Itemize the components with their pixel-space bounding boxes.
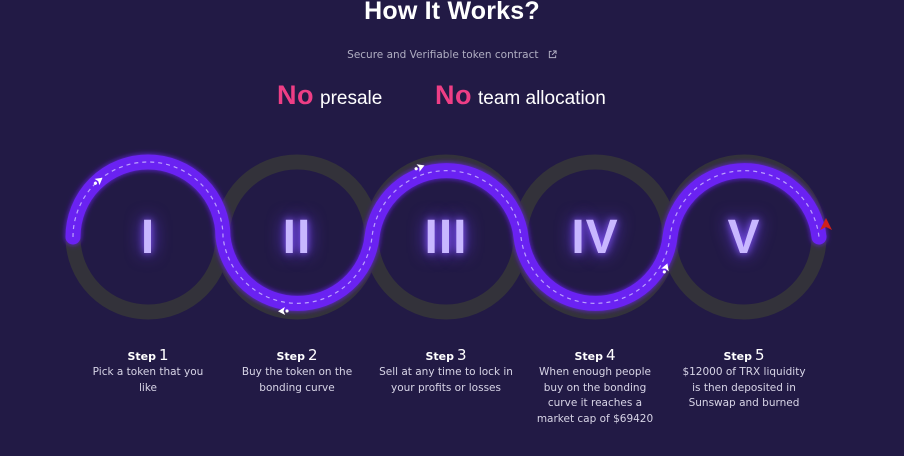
step-label: Step bbox=[127, 350, 156, 363]
contract-link-label: Secure and Verifiable token contract bbox=[347, 49, 539, 61]
step-numeral-4: IV bbox=[571, 211, 619, 264]
step-label: Step bbox=[425, 350, 454, 363]
highlight-no: No bbox=[435, 80, 472, 110]
external-link-icon bbox=[548, 50, 557, 62]
highlights-row: No presale No team allocation bbox=[0, 80, 904, 120]
page-title: How It Works? bbox=[364, 0, 540, 25]
step-label: Step bbox=[574, 350, 603, 363]
highlight-text: presale bbox=[320, 88, 383, 109]
step-label: Step bbox=[723, 350, 752, 363]
step-number: 5 bbox=[754, 346, 765, 364]
step-description: Pick a token that you like bbox=[92, 366, 204, 394]
rocket-icon bbox=[91, 174, 105, 188]
step-numeral-5: V bbox=[727, 211, 761, 264]
step-description: $12000 of TRX liquidity is then deposite… bbox=[682, 366, 806, 409]
highlight-team-allocation: No team allocation bbox=[435, 80, 606, 111]
step-number: 3 bbox=[456, 346, 467, 364]
step-numeral-3: III bbox=[424, 211, 468, 264]
step-description: Buy the token on the bonding curve bbox=[241, 366, 353, 394]
step-label: Step bbox=[276, 350, 305, 363]
step-number: 4 bbox=[605, 346, 616, 364]
step-number: 2 bbox=[307, 346, 318, 364]
end-marker-icon bbox=[820, 218, 832, 230]
step-description: Sell at any time to lock in your profits… bbox=[379, 366, 513, 394]
rocket-icon bbox=[413, 161, 426, 174]
contract-link[interactable]: Secure and Verifiable token contract bbox=[0, 49, 904, 62]
step-description: When enough people buy on the bonding cu… bbox=[536, 366, 654, 425]
step-numeral-1: I bbox=[140, 211, 156, 264]
highlight-presale: No presale bbox=[277, 80, 382, 111]
rocket-icon bbox=[277, 306, 289, 316]
highlight-no: No bbox=[277, 80, 314, 110]
step-number: 1 bbox=[158, 346, 169, 364]
rocket-icon bbox=[660, 262, 672, 275]
highlight-text: team allocation bbox=[478, 88, 606, 109]
step-numeral-2: II bbox=[282, 211, 312, 264]
